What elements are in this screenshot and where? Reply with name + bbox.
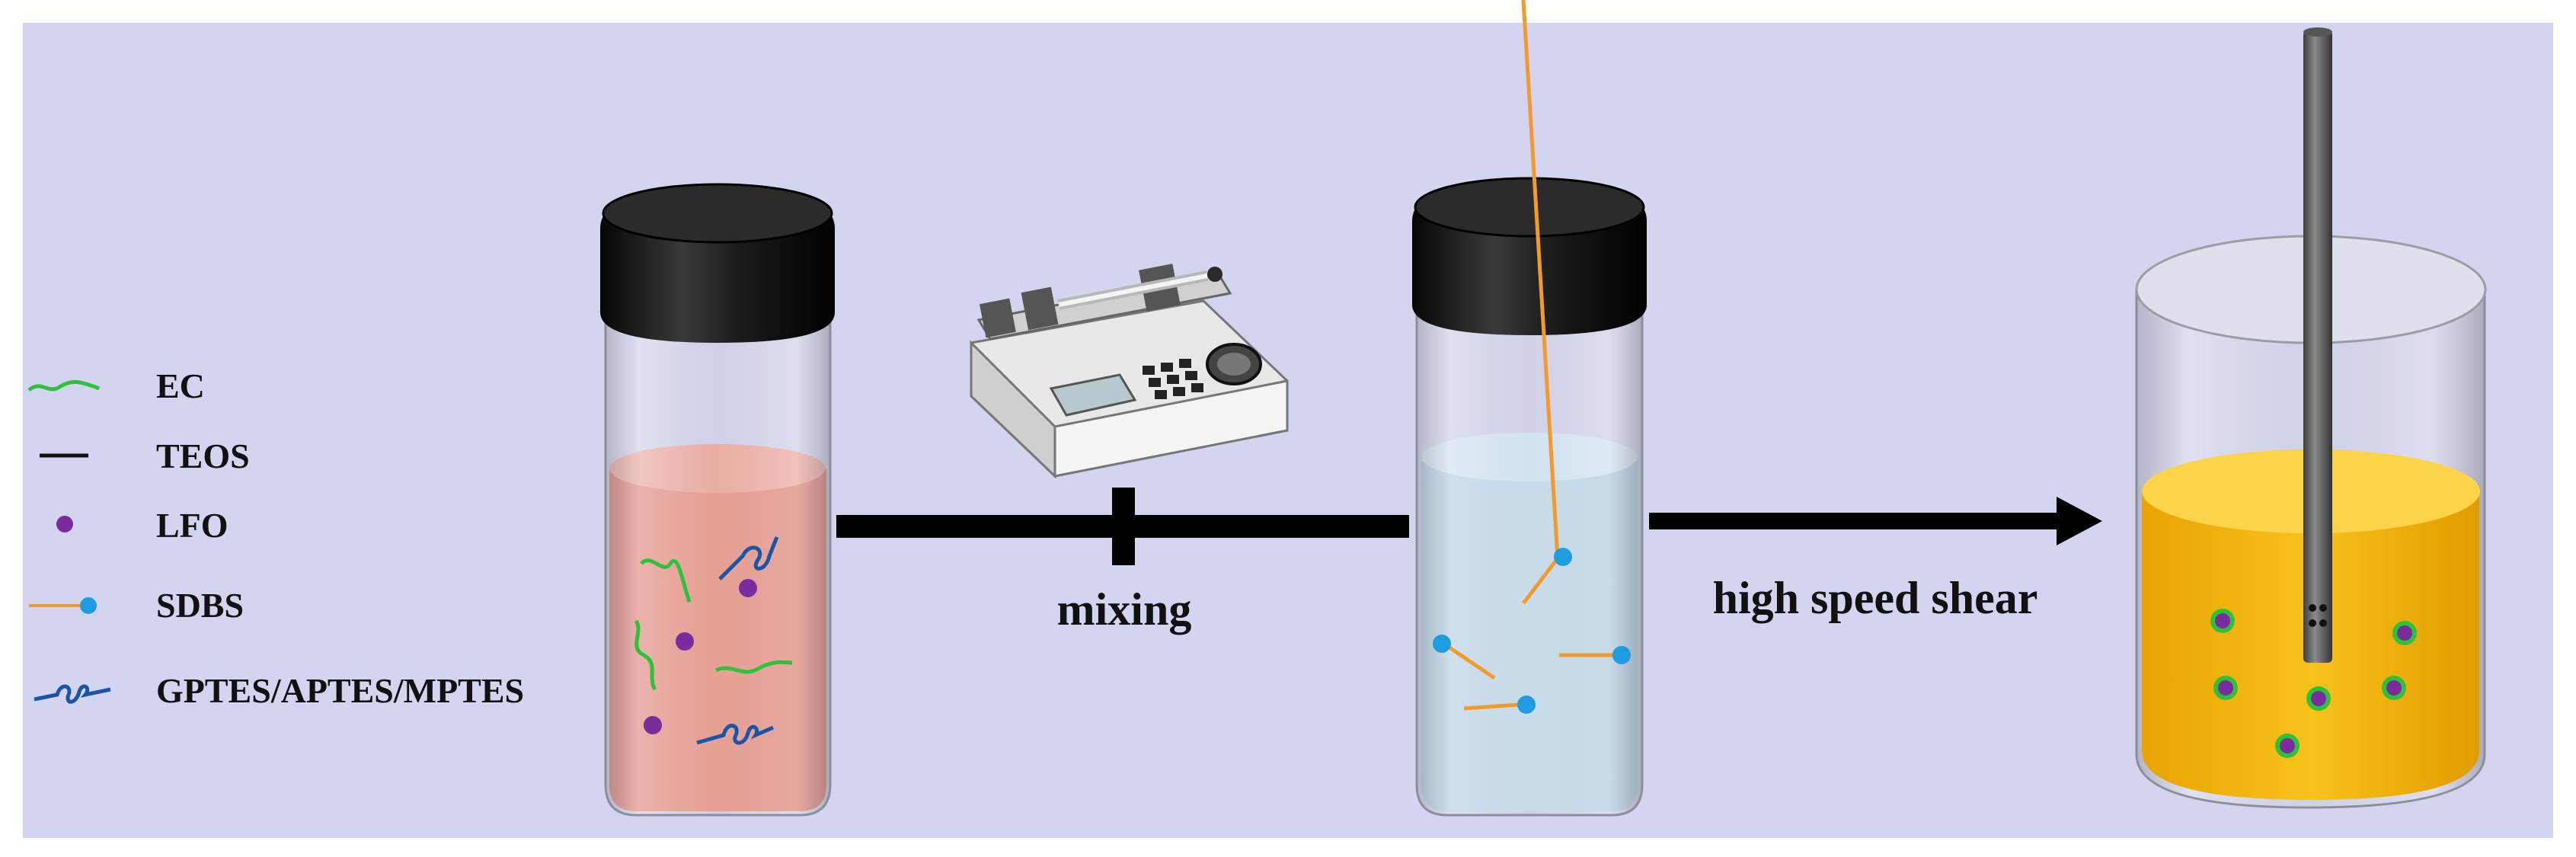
pump-dial-center	[1217, 353, 1251, 376]
shear-arrow-shaft	[1649, 513, 2064, 529]
pump-side	[970, 340, 1056, 479]
legend-label-teos: TEOS	[156, 436, 250, 475]
vial-1-glass	[604, 273, 832, 817]
curl-line-icon	[34, 684, 111, 704]
lfo-particle	[644, 716, 662, 734]
shear-head-holes	[2309, 604, 2327, 627]
mixing-label: mixing	[1057, 584, 1192, 635]
vial-2-cap-top	[1414, 177, 1645, 238]
pump-display	[1049, 373, 1137, 417]
coated-particle	[2275, 734, 2300, 758]
coated-particle	[2213, 676, 2238, 700]
legend-item-silane: GPTES/APTES/MPTES	[34, 671, 524, 710]
silane-chain	[696, 724, 774, 745]
lollipop-head-icon	[80, 597, 97, 614]
shear-arrow-head	[2057, 497, 2102, 545]
shear-rod	[2303, 30, 2332, 663]
sdbs-molecule	[1463, 696, 1536, 714]
legend: EC TEOS LFO SDBS GPTES/APTES/MPTES	[27, 366, 524, 710]
coated-particle	[2306, 686, 2331, 711]
vial-1-contents	[634, 536, 793, 745]
syringe-pump-illustration	[970, 264, 1289, 479]
legend-label-lfo: LFO	[156, 506, 229, 545]
wavy-line-icon	[27, 380, 100, 392]
vial-2	[1412, 0, 1647, 817]
sdbs-molecule	[1559, 646, 1631, 664]
shear-arrow: high speed shear	[1649, 497, 2102, 623]
lfo-particle	[739, 579, 757, 597]
lfo-particle	[676, 632, 694, 651]
silane-chain	[718, 536, 779, 580]
shear-label: high speed shear	[1713, 573, 2038, 623]
coated-particle	[2392, 621, 2417, 645]
vial-2-contents	[1433, 0, 1631, 714]
legend-item-lfo: LFO	[56, 506, 229, 545]
coated-particle	[2210, 609, 2235, 633]
legend-item-teos: TEOS	[40, 436, 250, 475]
legend-item-sdbs: SDBS	[29, 586, 244, 625]
pump-syringe-rail	[976, 264, 1232, 341]
ec-chain	[714, 660, 793, 674]
mixing-tick	[1112, 488, 1135, 565]
ec-chain	[634, 619, 657, 691]
dot-icon	[56, 516, 73, 532]
legend-label-sdbs: SDBS	[156, 586, 244, 625]
mixing-connector: mixing	[836, 488, 1409, 635]
sdbs-molecule	[1521, 0, 1572, 605]
shear-rod-top	[2303, 27, 2332, 37]
legend-label-ec: EC	[156, 366, 205, 405]
pump-keypad	[1143, 359, 1203, 399]
beaker-particles	[2210, 609, 2417, 758]
vial-1	[600, 183, 835, 817]
beaker	[2135, 27, 2487, 809]
ec-chain	[640, 558, 692, 603]
sdbs-molecule	[1433, 635, 1496, 680]
coated-particle	[2382, 676, 2406, 700]
legend-item-ec: EC	[27, 366, 205, 405]
vial-1-cap-top	[602, 183, 833, 244]
legend-label-silane: GPTES/APTES/MPTES	[156, 671, 524, 710]
vial-2-glass	[1415, 273, 1644, 817]
